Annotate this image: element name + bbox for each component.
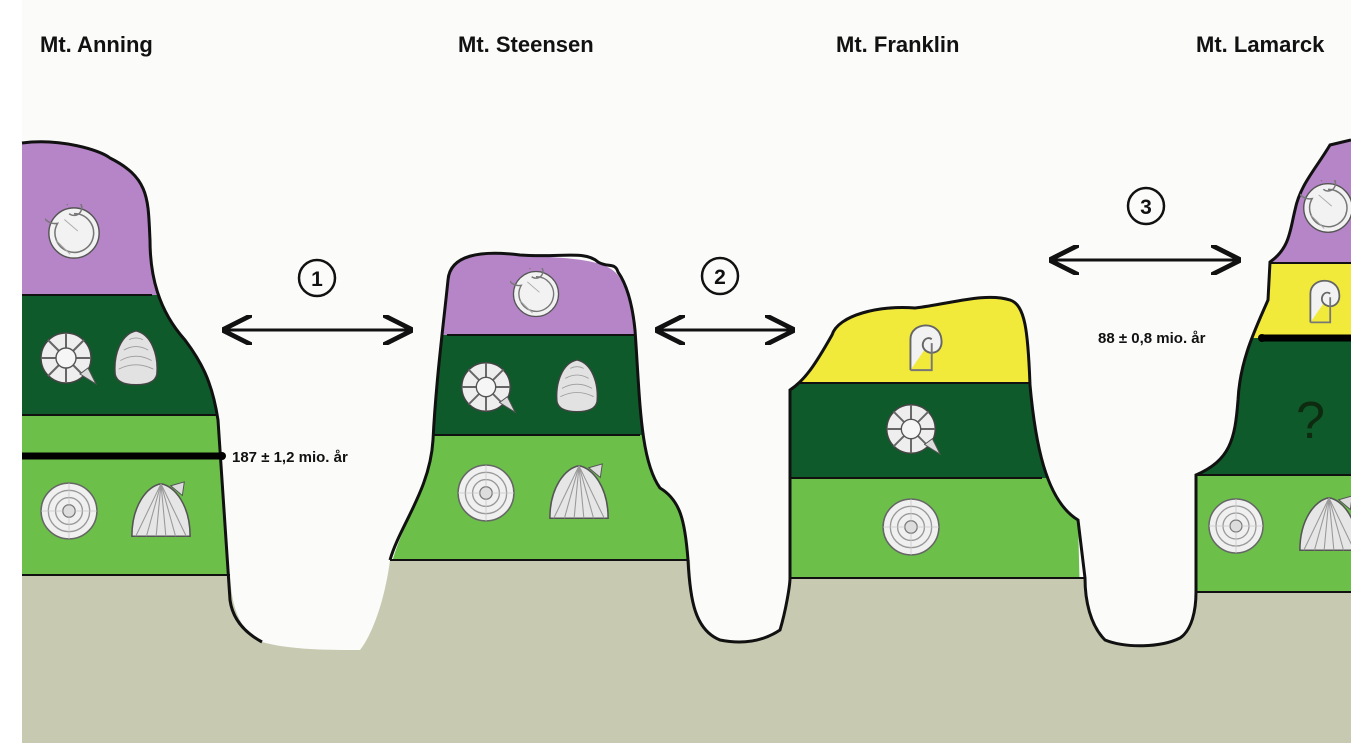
number-label: 3 xyxy=(1140,196,1152,219)
title-lamarck: Mt. Lamarck xyxy=(1196,32,1325,57)
spiral-ammonite-icon xyxy=(41,483,97,539)
number-label: 1 xyxy=(311,268,323,291)
spiral-ammonite-icon xyxy=(883,499,939,555)
title-steensen: Mt. Steensen xyxy=(458,32,594,57)
unknown-layer-mark: ? xyxy=(1296,392,1325,450)
spiral-ammonite-icon xyxy=(458,465,514,521)
number-label: 2 xyxy=(714,266,726,289)
dating-label-anning: 187 ± 1,2 mio. år xyxy=(232,449,348,466)
title-anning: Mt. Anning xyxy=(40,32,153,57)
dating-line-end xyxy=(218,452,226,460)
dating-label-lamarck: 88 ± 0,8 mio. år xyxy=(1098,330,1206,347)
left-page-edge xyxy=(0,0,22,743)
spiral-ammonite-icon xyxy=(1209,499,1263,553)
dating-line-end xyxy=(1258,334,1266,342)
title-franklin: Mt. Franklin xyxy=(836,32,959,57)
